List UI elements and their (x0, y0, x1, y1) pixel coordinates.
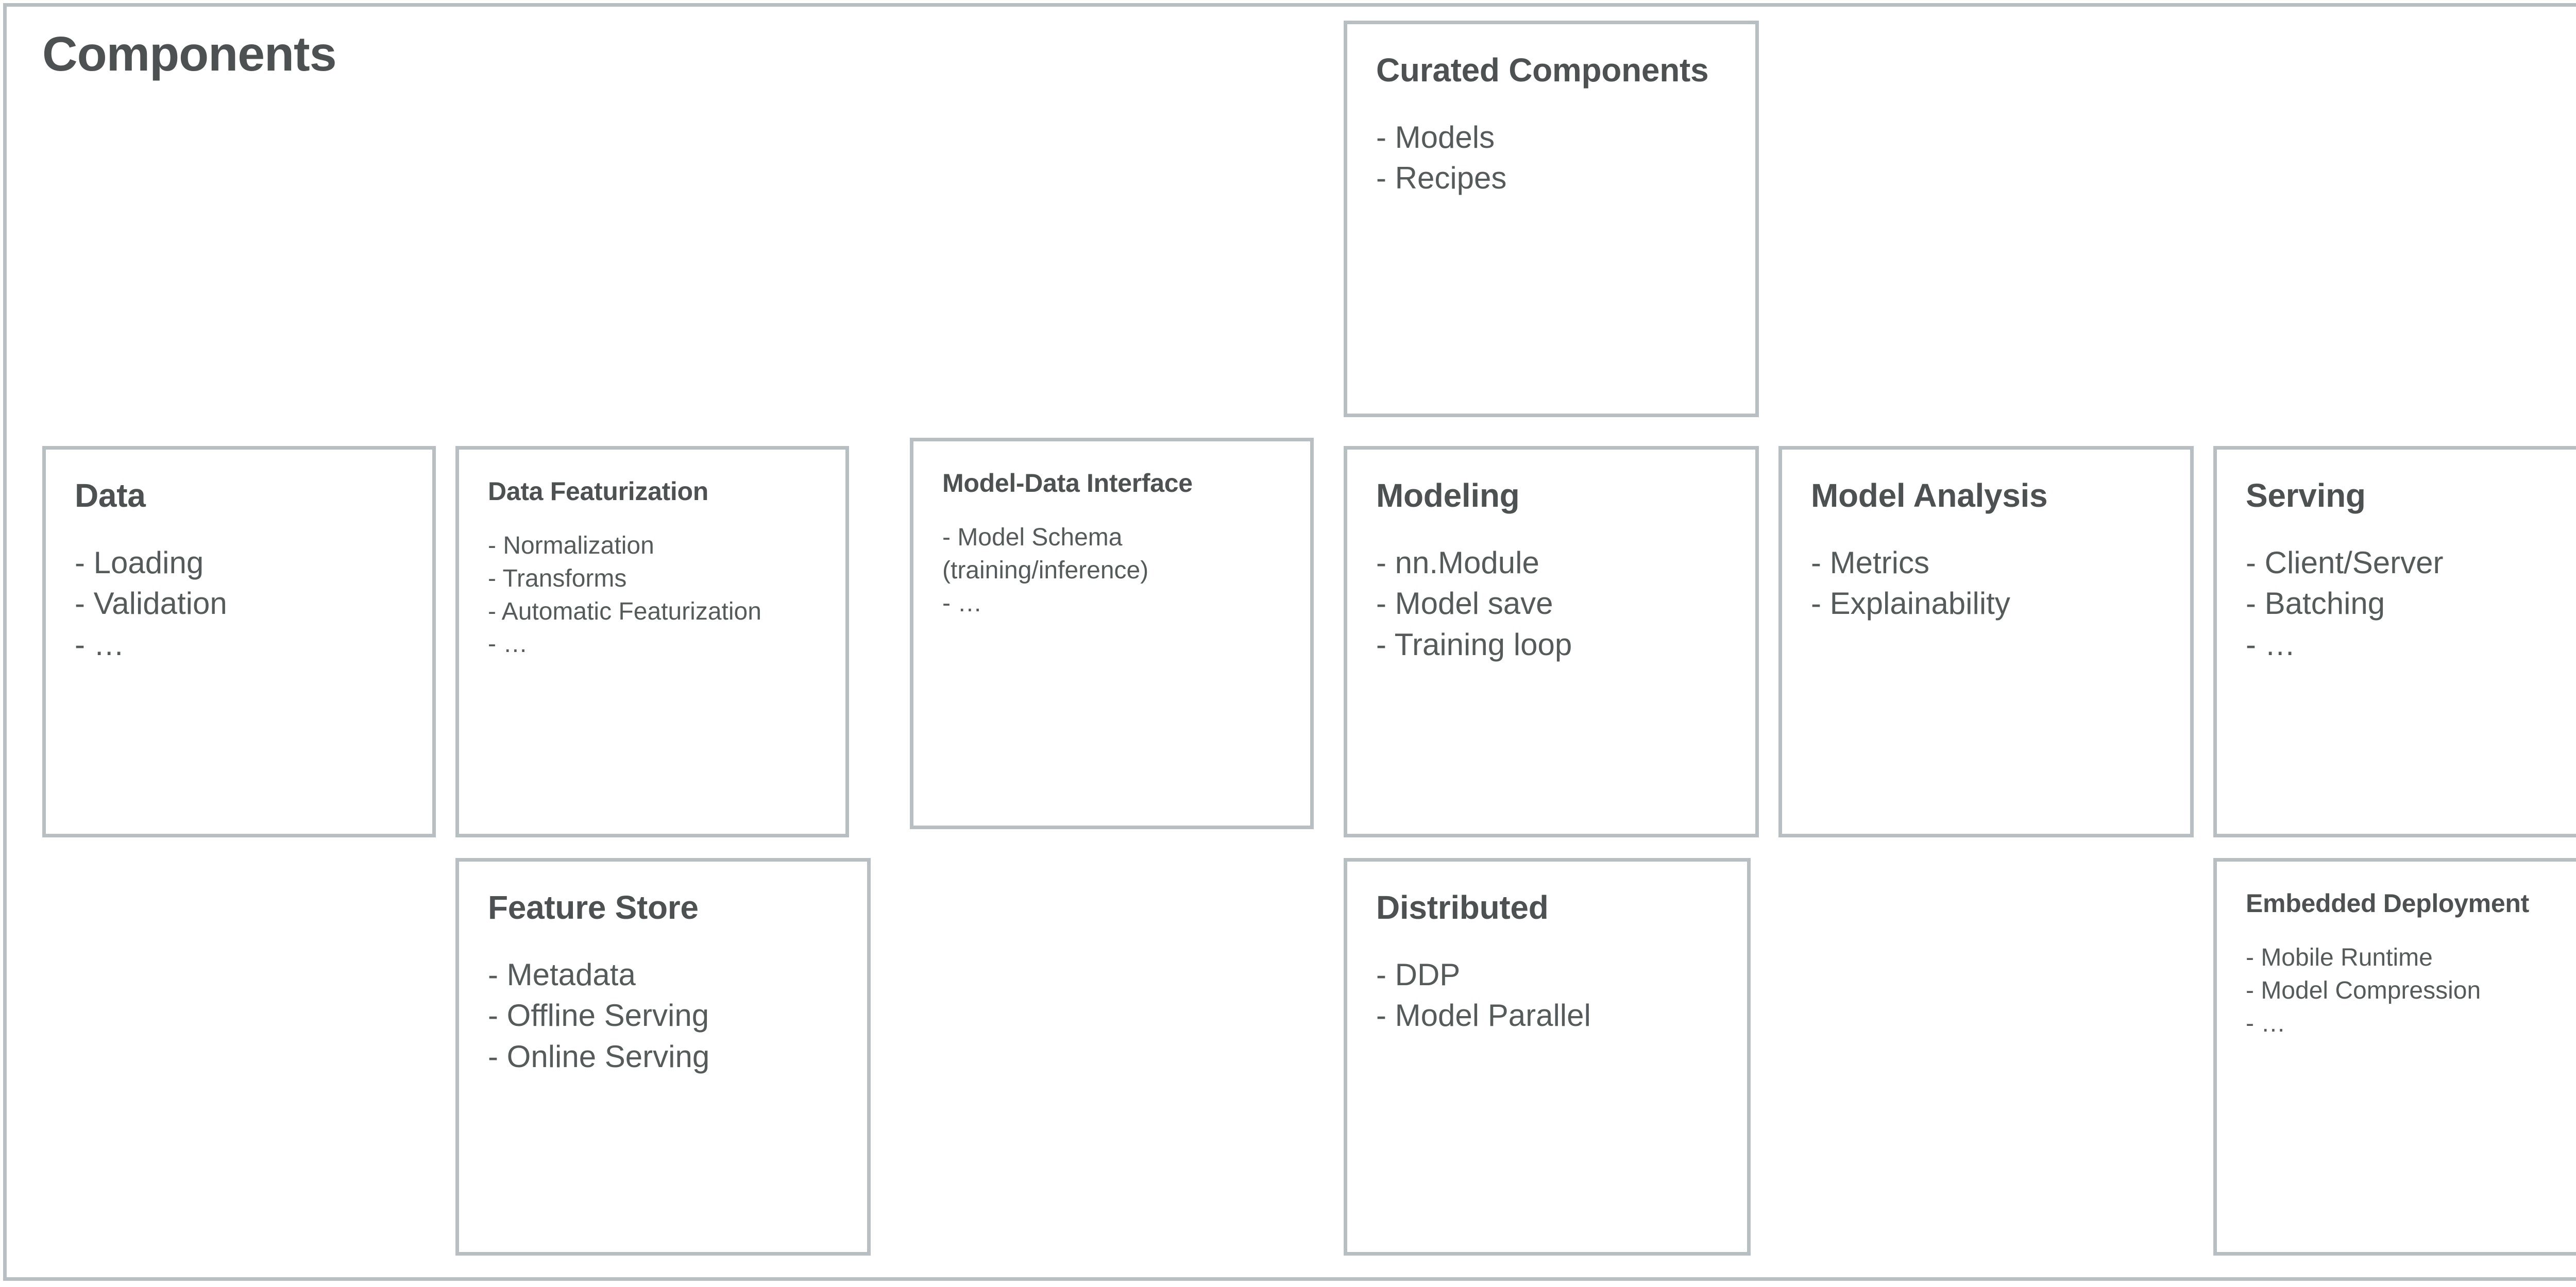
card-data[interactable]: Data - Loading - Validation - … (42, 446, 436, 837)
card-title-feature-store: Feature Store (488, 889, 699, 926)
spacer (1376, 516, 1732, 542)
page-title: Components (42, 27, 337, 81)
list-item: - Explainability (1811, 586, 2010, 621)
bullet-list-serving: - Client/Server - Batching - … (2246, 542, 2576, 665)
card-model-data-interface[interactable]: Model-Data Interface - Model Schema (tra… (910, 438, 1314, 829)
card-body: Embedded Deployment - Mobile Runtime - M… (2217, 862, 2576, 1252)
list-item: - Metrics (1811, 545, 1929, 580)
card-title-model-data-interface: Model-Data Interface (942, 469, 1193, 497)
list-item: - Validation (75, 586, 227, 621)
spacer (75, 516, 409, 542)
list-item: - … (2246, 627, 2296, 662)
card-title-distributed: Distributed (1376, 889, 1549, 926)
spacer (1376, 90, 1732, 117)
list-item: - nn.Module (1376, 545, 1539, 580)
list-item: - Recipes (1376, 161, 1507, 196)
diagram-outer-frame (3, 3, 2576, 1281)
spacer (942, 499, 1286, 521)
bullet-list-model-analysis: - Metrics - Explainability (1811, 542, 2166, 625)
card-title-modeling: Modeling (1376, 477, 1520, 514)
card-title-model-analysis: Model Analysis (1811, 477, 2048, 514)
card-body: Curated Components - Models - Recipes (1347, 24, 1755, 414)
list-item: - Normalization (488, 532, 654, 559)
card-body: Distributed - DDP - Model Parallel (1347, 862, 1747, 1252)
card-body: Data Featurization - Normalization - Tra… (459, 450, 845, 834)
list-item: - … (2246, 1009, 2286, 1037)
card-title-serving: Serving (2246, 477, 2366, 514)
spacer (2246, 516, 2576, 542)
card-body: Feature Store - Metadata - Offline Servi… (459, 862, 867, 1252)
card-title-data: Data (75, 477, 146, 514)
card-body: Model Analysis - Metrics - Explainabilit… (1782, 450, 2190, 834)
list-item: - Automatic Featurization (488, 597, 761, 625)
bullet-list-model-data-interface: - Model Schema (training/inference) - … (942, 521, 1286, 620)
card-body: Data - Loading - Validation - … (46, 450, 432, 834)
bullet-list-curated-components: - Models - Recipes (1376, 117, 1732, 199)
spacer (488, 928, 843, 954)
list-item: - Loading (75, 545, 204, 580)
bullet-list-feature-store: - Metadata - Offline Serving - Online Se… (488, 954, 843, 1077)
list-item: - Online Serving (488, 1039, 710, 1074)
card-model-analysis[interactable]: Model Analysis - Metrics - Explainabilit… (1778, 446, 2194, 837)
list-item: - Models (1376, 119, 1495, 155)
list-item: - Training loop (1376, 627, 1572, 662)
card-data-featurization[interactable]: Data Featurization - Normalization - Tra… (455, 446, 849, 837)
card-embedded-deployment[interactable]: Embedded Deployment - Mobile Runtime - M… (2213, 858, 2576, 1256)
card-feature-store[interactable]: Feature Store - Metadata - Offline Servi… (455, 858, 871, 1256)
card-body: Model-Data Interface - Model Schema (tra… (913, 441, 1310, 826)
list-item: - Model Parallel (1376, 998, 1591, 1033)
bullet-list-distributed: - DDP - Model Parallel (1376, 954, 1723, 1037)
bullet-list-data: - Loading - Validation - … (75, 542, 409, 665)
spacer (488, 507, 822, 529)
card-curated-components[interactable]: Curated Components - Models - Recipes (1344, 21, 1759, 417)
card-title-embedded-deployment: Embedded Deployment (2246, 889, 2529, 918)
card-modeling[interactable]: Modeling - nn.Module - Model save - Trai… (1344, 446, 1759, 837)
list-item: - Batching (2246, 586, 2385, 621)
list-item: - Transforms (488, 564, 627, 592)
card-distributed[interactable]: Distributed - DDP - Model Parallel (1344, 858, 1751, 1256)
spacer (1376, 928, 1723, 954)
list-item: - Model Schema (training/inference) (942, 524, 1149, 584)
bullet-list-embedded-deployment: - Mobile Runtime - Model Compression - … (2246, 941, 2576, 1040)
list-item: - Mobile Runtime (2246, 944, 2433, 971)
list-item: - … (488, 630, 528, 658)
list-item: - Metadata (488, 957, 636, 992)
list-item: - Model Compression (2246, 976, 2481, 1004)
list-item: - … (75, 627, 125, 662)
card-body: Serving - Client/Server - Batching - … (2217, 450, 2576, 834)
list-item: - Offline Serving (488, 998, 709, 1033)
spacer (1811, 516, 2166, 542)
bullet-list-modeling: - nn.Module - Model save - Training loop (1376, 542, 1732, 665)
card-title-data-featurization: Data Featurization (488, 477, 708, 506)
list-item: - Client/Server (2246, 545, 2444, 580)
list-item: - … (942, 589, 982, 617)
list-item: - DDP (1376, 957, 1461, 992)
card-title-curated-components: Curated Components (1376, 52, 1709, 89)
bullet-list-data-featurization: - Normalization - Transforms - Automatic… (488, 529, 822, 661)
spacer (2246, 919, 2576, 941)
list-item: - Model save (1376, 586, 1553, 621)
card-serving[interactable]: Serving - Client/Server - Batching - … (2213, 446, 2576, 837)
card-body: Modeling - nn.Module - Model save - Trai… (1347, 450, 1755, 834)
